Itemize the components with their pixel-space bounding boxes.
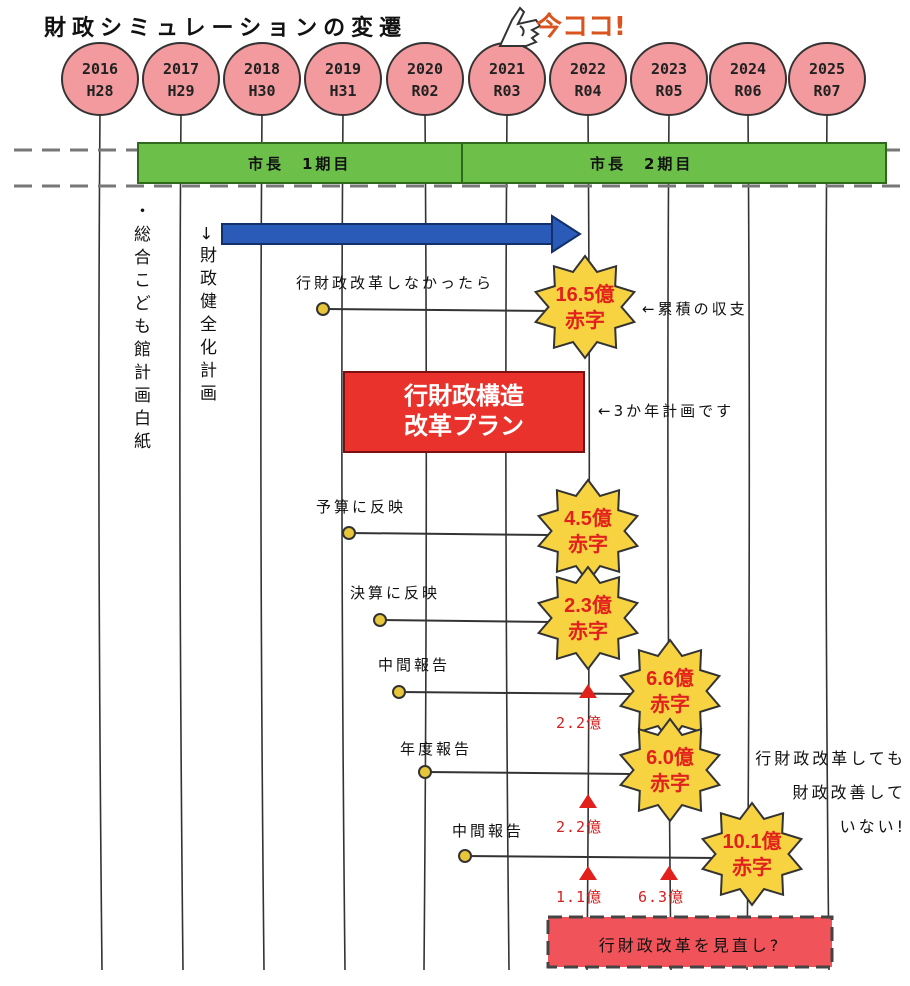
burst-2-3-text: 2.3億赤字 [564,595,612,643]
review-label: 行財政改革を見直し? [598,936,782,955]
burst-6-0-text: 6.0億赤字 [646,747,694,795]
year-bubble-2016 [61,42,139,116]
kodomo-label: ・総合こども館計画白紙 [130,202,150,455]
start-dots [316,302,472,863]
comment-text: 行財政改革しても財政改善していない! [755,749,906,836]
plan-box [343,371,585,453]
term-first-label: 市長 1期目 [248,155,352,173]
small-value-c: 1.1億 [556,888,603,906]
pointing-hand-icon [498,6,542,47]
dot-annual [418,765,432,779]
year-line-2016 [98,111,103,971]
plan-box-text: 行財政構造改革プラン [404,383,524,440]
red-arrows [579,684,678,880]
year-bubble-2020 [386,42,464,116]
page-title: 財政シミュレーションの変遷 [44,16,408,41]
three-year-label: ←3か年計画です [598,402,735,420]
burst-4-5-text: 4.5億赤字 [564,508,612,556]
red-arrow-c [579,866,597,880]
year-bubble-2023 [630,42,708,116]
no-reform-label: 行財政改革しなかったら [296,274,495,292]
small-value-b: 2.2億 [556,818,603,836]
small-value-a: 2.2億 [556,714,603,732]
dot-budget [342,526,356,540]
annual-label: 年度報告 [400,740,473,758]
year-bubble-2024 [709,42,787,116]
year-line-2017 [179,111,184,971]
interim1-label: 中間報告 [378,656,451,674]
year-bubbles [61,42,866,116]
interim2-label: 中間報告 [452,822,525,840]
year-line-2025 [825,111,830,971]
review-box [546,915,834,969]
year-line-2023 [667,111,672,971]
bursts [533,254,804,907]
year-bubble-2018 [223,42,301,116]
year-bubble-2022 [549,42,627,116]
dot-settlement [373,613,387,627]
term-second-label: 市長 2期目 [590,155,694,173]
here-label: 今ココ! [536,12,626,42]
term-bar-second [461,142,887,184]
settlement-label: 決算に反映 [350,584,441,602]
burst-10-1 [700,801,804,907]
red-arrow-a [579,684,597,698]
burst-16-5-text: 16.5億赤字 [555,284,615,332]
burst-6-6-text: 6.6億赤字 [646,668,694,716]
cumulative-label: ←累積の収支 [642,300,748,318]
year-bubble-2017 [142,42,220,116]
dot-interim2 [458,849,472,863]
budget-label: 予算に反映 [316,498,407,516]
dot-interim1 [392,685,406,699]
burst-2-3 [536,565,640,671]
red-arrow-d [660,866,678,880]
year-bubble-2025 [788,42,866,116]
red-arrow-b [579,794,597,808]
year-bubble-2019 [304,42,382,116]
burst-16-5 [533,254,637,360]
kenzen-arrow [221,214,582,254]
burst-6-0 [618,717,722,823]
kenzen-label: →財政健全化計画 [196,226,216,408]
burst-10-1-text: 10.1億赤字 [722,831,782,879]
small-value-d: 6.3億 [638,888,685,906]
dot-no-reform [316,302,330,316]
